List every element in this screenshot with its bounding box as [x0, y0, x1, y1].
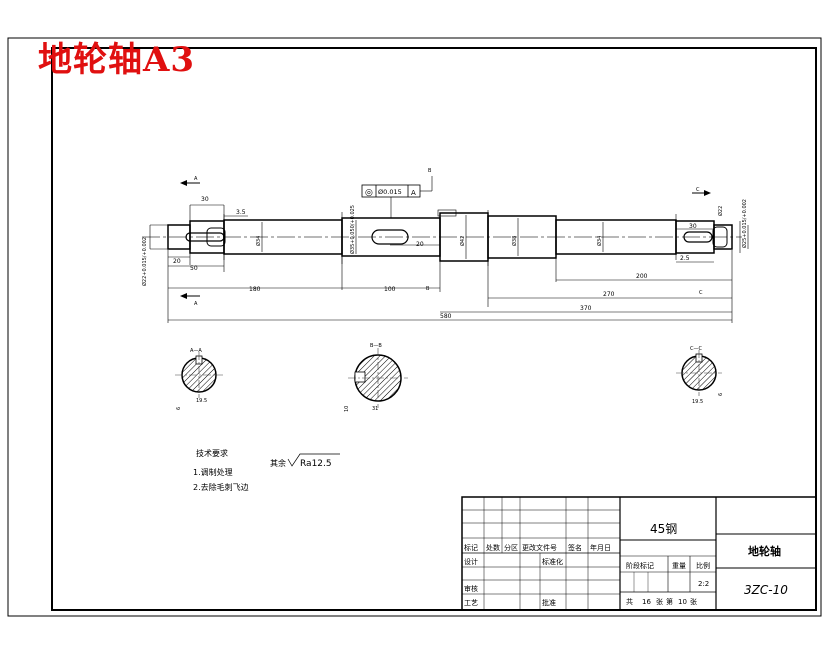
svg-text:标记: 标记	[464, 543, 478, 552]
svg-text:处数: 处数	[486, 543, 500, 552]
fit-mid-left: Ø34	[255, 236, 262, 246]
dim-50: 50	[190, 265, 198, 272]
fit-right-tip: Ø22	[717, 206, 724, 216]
marker-b-bottom: B	[426, 286, 430, 292]
section-c: C—C 19.5 6	[676, 346, 724, 405]
section-a: A—A 19.5 6	[175, 348, 223, 410]
marker-b-top: B	[428, 168, 432, 174]
svg-text:张: 张	[690, 597, 697, 606]
tech-note-1: 1.调制处理	[193, 467, 233, 477]
dim-180: 180	[249, 286, 261, 293]
svg-text:工艺: 工艺	[464, 599, 478, 607]
dimension-texts: 30 3.5 20 50 20 30 2.5 180 100 200 270 3…	[173, 196, 697, 320]
dim-100: 100	[384, 286, 396, 293]
roughness-value: Ra12.5	[300, 459, 332, 469]
fcf-tolerance: Ø0.015	[378, 188, 402, 196]
svg-text:更改文件号: 更改文件号	[522, 543, 557, 552]
marker-c-top: C	[696, 187, 700, 193]
feature-control-frame: ◎ Ø0.015 A	[361, 176, 457, 218]
svg-text:共: 共	[626, 597, 633, 606]
section-a-label: A—A	[190, 348, 202, 354]
marker-a-bottom: A	[194, 301, 198, 307]
roughness-symbol	[287, 453, 340, 467]
svg-text:分区: 分区	[504, 543, 518, 552]
dim-270: 270	[603, 291, 615, 298]
section-markers: A A B B C C	[180, 168, 711, 307]
svg-text:标准化: 标准化	[542, 557, 563, 566]
dim-30-left: 30	[201, 196, 209, 203]
overlay-title: 地轮轴A3	[38, 40, 196, 80]
keyway-left-b	[206, 227, 226, 247]
section-b-width: 10	[344, 406, 350, 412]
svg-text:批准: 批准	[542, 598, 556, 607]
tech-notes-heading: 技术要求	[196, 448, 228, 458]
fcf-symbol: ◎	[365, 188, 373, 198]
section-c-width: 6	[718, 393, 724, 396]
title-block	[461, 496, 817, 611]
section-b-label: B—B	[370, 343, 382, 349]
outer-border	[7, 37, 822, 617]
dim-35: 3.5	[236, 209, 246, 216]
svg-text:10: 10	[678, 598, 687, 606]
technical-notes: 技术要求 1.调制处理 2.去除毛刺飞边 其余 Ra12.5	[193, 448, 340, 492]
tb-material: 45钢	[650, 522, 677, 536]
svg-text:阶段标记: 阶段标记	[626, 561, 654, 570]
dim-370: 370	[580, 305, 592, 312]
svg-text:设计: 设计	[464, 557, 478, 566]
fit-right-body: Ø34	[596, 236, 603, 246]
dim-20: 20	[173, 258, 181, 265]
dim-200: 200	[636, 273, 648, 280]
svg-text:张: 张	[656, 597, 663, 606]
section-b: B—B 31 10	[344, 343, 408, 412]
shaft-main-view	[142, 210, 742, 266]
roughness-label: 其余	[270, 458, 286, 468]
dim-25: 2.5	[680, 255, 690, 262]
inner-border	[51, 47, 817, 611]
dimension-lines	[149, 204, 749, 323]
keyway-mid	[371, 229, 409, 245]
svg-text:审核: 审核	[464, 584, 478, 593]
fcf-datum: A	[411, 189, 416, 197]
section-c-depth: 19.5	[692, 399, 703, 405]
tech-note-2: 2.去除毛刺飞边	[193, 482, 249, 492]
shaft-right-end	[713, 224, 733, 250]
svg-text:16: 16	[642, 598, 651, 606]
svg-text:第: 第	[666, 597, 673, 606]
section-b-depth: 31	[372, 406, 378, 412]
fit-labels: Ø22+0.015/+0.002 Ø34 Ø35+0.050/+0.025 Ø4…	[141, 199, 748, 286]
fit-mid-right: Ø38	[511, 236, 518, 246]
keyway-right	[683, 231, 713, 243]
tb-drawing-no: 3ZC-10	[744, 583, 788, 597]
fit-mid-journal: Ø35+0.050/+0.025	[349, 205, 356, 254]
section-a-depth: 19.5	[196, 398, 207, 404]
section-a-width: 6	[176, 407, 182, 410]
marker-c-bottom: C	[699, 290, 703, 296]
dim-20-key: 20	[416, 241, 424, 248]
fit-collar: Ø42	[459, 236, 466, 246]
fit-right-end: Ø25+0.015/+0.002	[741, 199, 748, 248]
svg-text:比例: 比例	[696, 561, 710, 570]
svg-text:重量: 重量	[672, 562, 686, 570]
section-c-label: C—C	[690, 346, 702, 352]
dim-30-right: 30	[689, 223, 697, 230]
title-block-text: 45钢 地轮轴 3ZC-10 标记 处数 分区 更改文件号 签名 年月日 设计 …	[464, 522, 788, 607]
tb-part-name: 地轮轴	[748, 544, 781, 558]
fit-left-end: Ø22+0.015/+0.002	[141, 237, 148, 286]
svg-text:年月日: 年月日	[590, 543, 611, 552]
dim-580: 580	[440, 313, 452, 320]
svg-text:2:2: 2:2	[698, 580, 709, 588]
marker-a-top: A	[194, 176, 198, 182]
keyway-right-b	[712, 226, 728, 248]
svg-text:签名: 签名	[568, 543, 582, 552]
